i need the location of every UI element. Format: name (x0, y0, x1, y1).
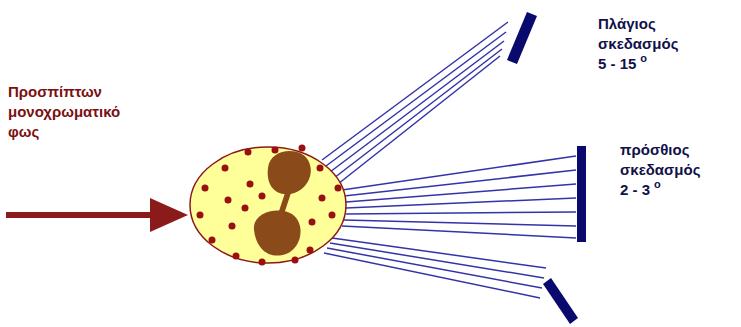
granule (242, 205, 249, 212)
granule (307, 247, 314, 254)
granule (259, 259, 266, 266)
angle-range: 2 - 3 (620, 180, 720, 200)
granule (299, 145, 306, 152)
granule (233, 253, 240, 260)
ray (346, 198, 576, 208)
degree-mark: o (654, 178, 661, 190)
forward-detector (577, 146, 586, 242)
ray (322, 22, 508, 160)
light-arrow-head (150, 198, 188, 232)
granule (209, 237, 216, 244)
degree-mark: o (640, 52, 647, 64)
forward-scatter-rays (342, 156, 576, 238)
granule (259, 193, 266, 200)
granule (272, 147, 279, 154)
granule (317, 165, 324, 172)
side-scatter-rays (322, 22, 508, 184)
ray (330, 41, 504, 172)
incident-light-label: Προσπίπτων μονοχρωματικό φως (8, 82, 138, 142)
light-arrow-shaft (6, 212, 160, 218)
granule (335, 185, 342, 192)
granule (329, 212, 336, 219)
nucleus-lobe (268, 151, 311, 194)
granules (197, 145, 342, 266)
forward-scatter-label: πρόσθιος σκεδασμός (620, 140, 730, 180)
granule (222, 165, 229, 172)
side-detector (507, 12, 537, 64)
granule (197, 212, 204, 219)
angle-range: 5 - 15 (598, 54, 698, 74)
granule (309, 219, 316, 226)
ray (327, 248, 542, 288)
granule (245, 149, 252, 156)
ray (334, 49, 502, 178)
granule (247, 181, 254, 188)
ray (326, 32, 506, 166)
side-scatter-label: Πλάγιος σκεδασμός (598, 14, 698, 54)
granule (292, 257, 299, 264)
cell-body (190, 147, 346, 263)
nucleus (254, 151, 311, 256)
granule (319, 195, 326, 202)
ray (332, 238, 546, 268)
nucleus-strand (278, 190, 292, 214)
ray (324, 253, 540, 298)
granule (229, 223, 236, 230)
granule (225, 197, 232, 204)
granule (202, 185, 209, 192)
ray (342, 156, 576, 190)
ray (338, 56, 500, 184)
ray (346, 212, 576, 214)
ray (344, 220, 576, 226)
nucleus-lobe (254, 211, 301, 256)
ray (342, 226, 576, 238)
ray (344, 170, 576, 196)
lower-detector (543, 278, 578, 324)
lower-scatter-rays (324, 238, 546, 298)
